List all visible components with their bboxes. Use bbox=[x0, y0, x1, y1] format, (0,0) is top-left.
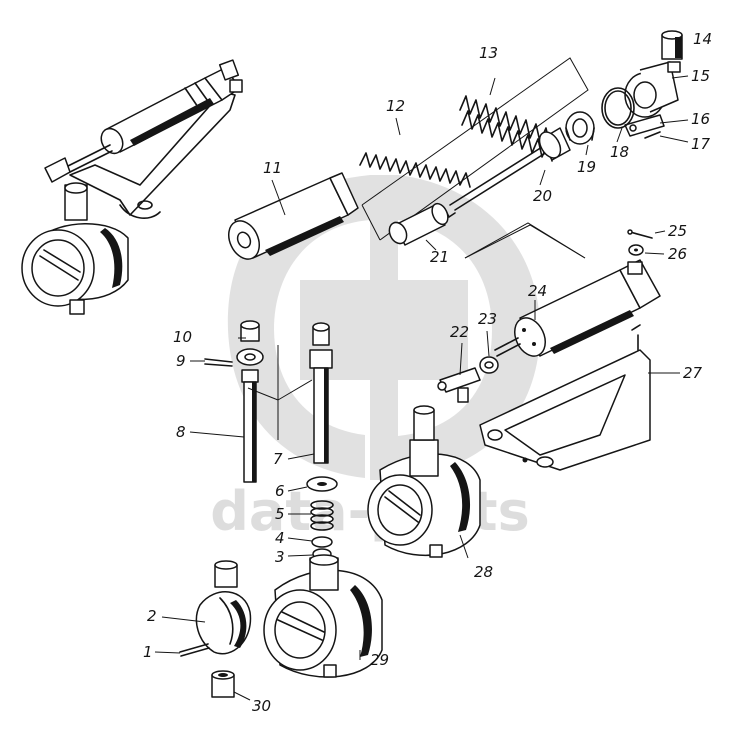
part-25-pin bbox=[627, 229, 653, 239]
part-13-boot bbox=[459, 95, 553, 162]
callout-19: 19 bbox=[577, 158, 596, 176]
callout-17: 17 bbox=[691, 135, 711, 153]
callout-11: 11 bbox=[263, 159, 282, 177]
part-16-link bbox=[624, 114, 665, 137]
callout-21: 21 bbox=[430, 248, 449, 266]
callout-30: 30 bbox=[252, 697, 271, 715]
part-12-spring bbox=[359, 152, 471, 188]
part-24-cylinder bbox=[494, 259, 661, 357]
part-26-washer bbox=[628, 244, 644, 256]
part-20-rod bbox=[439, 127, 571, 218]
assembled-unit bbox=[21, 59, 243, 315]
callout-4: 4 bbox=[275, 529, 285, 547]
callout-24: 24 bbox=[528, 282, 547, 300]
callout-5: 5 bbox=[275, 505, 285, 523]
part-8-shaft bbox=[236, 348, 264, 483]
callout-labels: 14 15 16 17 18 19 13 12 11 20 21 25 26 2… bbox=[143, 30, 712, 715]
part-27-bracket bbox=[479, 324, 651, 471]
callout-20: 20 bbox=[533, 187, 552, 205]
callout-27: 27 bbox=[683, 364, 703, 382]
callout-13: 13 bbox=[479, 44, 498, 62]
part-11-tube bbox=[228, 172, 359, 260]
part-17-pin bbox=[644, 131, 661, 139]
callout-14: 14 bbox=[693, 30, 712, 48]
part-30-bushing bbox=[211, 670, 235, 698]
callout-2: 2 bbox=[147, 607, 157, 625]
part-29-body bbox=[263, 554, 383, 678]
callout-9: 9 bbox=[176, 352, 186, 370]
part-15-housing bbox=[624, 61, 681, 118]
callout-25: 25 bbox=[668, 222, 687, 240]
callout-7: 7 bbox=[273, 450, 283, 468]
part-21-sleeve bbox=[388, 202, 449, 246]
part-1-screw bbox=[179, 643, 210, 657]
part-10-bushing bbox=[240, 320, 260, 342]
callout-8: 8 bbox=[176, 423, 186, 441]
group-bracket-7 bbox=[247, 345, 313, 440]
callout-28: 28 bbox=[474, 563, 493, 581]
part-6-washer bbox=[306, 476, 338, 492]
callout-29: 29 bbox=[370, 651, 389, 669]
callout-16: 16 bbox=[691, 110, 710, 128]
group-bracket-upper bbox=[361, 57, 589, 241]
callout-3: 3 bbox=[275, 548, 285, 566]
part-2-cover bbox=[195, 560, 252, 655]
callout-22: 22 bbox=[450, 323, 469, 341]
part-9-screw bbox=[204, 358, 233, 367]
callout-18: 18 bbox=[610, 143, 629, 161]
part-28-body bbox=[367, 405, 481, 558]
callout-1: 1 bbox=[143, 643, 153, 661]
part-14-cap bbox=[661, 30, 683, 60]
callout-23: 23 bbox=[478, 310, 497, 328]
part-22-clevis bbox=[437, 367, 481, 403]
part-4-ring bbox=[311, 536, 333, 548]
part-7-shaft bbox=[309, 322, 333, 464]
part-19-bushing bbox=[565, 111, 595, 145]
leader-lines bbox=[154, 39, 689, 701]
callout-26: 26 bbox=[668, 245, 687, 263]
callout-6: 6 bbox=[275, 482, 285, 500]
callout-15: 15 bbox=[691, 67, 710, 85]
callout-10: 10 bbox=[173, 328, 192, 346]
part-5-spring bbox=[310, 500, 334, 531]
part-23-nut bbox=[479, 356, 499, 374]
part-18-ring bbox=[601, 87, 635, 129]
group-bracket-24 bbox=[464, 222, 586, 259]
callout-12: 12 bbox=[386, 97, 405, 115]
